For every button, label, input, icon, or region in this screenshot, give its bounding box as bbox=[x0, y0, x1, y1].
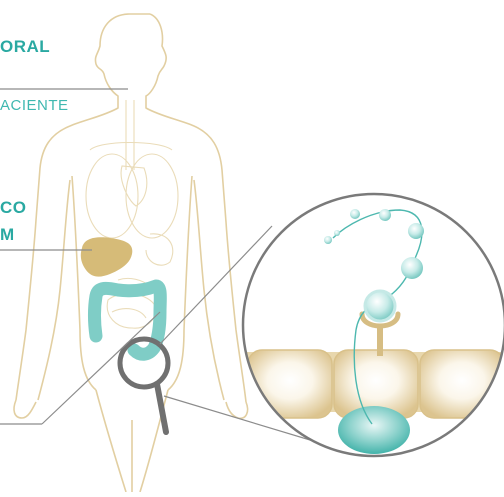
bubble bbox=[350, 209, 360, 219]
bubble-bound bbox=[365, 291, 395, 321]
bubble bbox=[334, 230, 340, 236]
cell-left bbox=[248, 350, 332, 418]
bubble bbox=[401, 257, 423, 279]
bubble bbox=[408, 223, 424, 239]
magnified-detail bbox=[243, 194, 504, 456]
bubble bbox=[324, 236, 332, 244]
bubble bbox=[379, 209, 391, 221]
label-middle-line2: M bbox=[0, 225, 15, 245]
liver bbox=[81, 237, 132, 276]
label-middle-line1: CO bbox=[0, 198, 27, 218]
absorption-pool bbox=[338, 406, 410, 454]
label-top-light: ACIENTE bbox=[0, 97, 69, 114]
label-top-bold: ORAL bbox=[0, 37, 50, 57]
left-inner-arm bbox=[38, 180, 70, 400]
head-outline bbox=[16, 14, 130, 400]
right-inner-arm bbox=[194, 180, 224, 400]
